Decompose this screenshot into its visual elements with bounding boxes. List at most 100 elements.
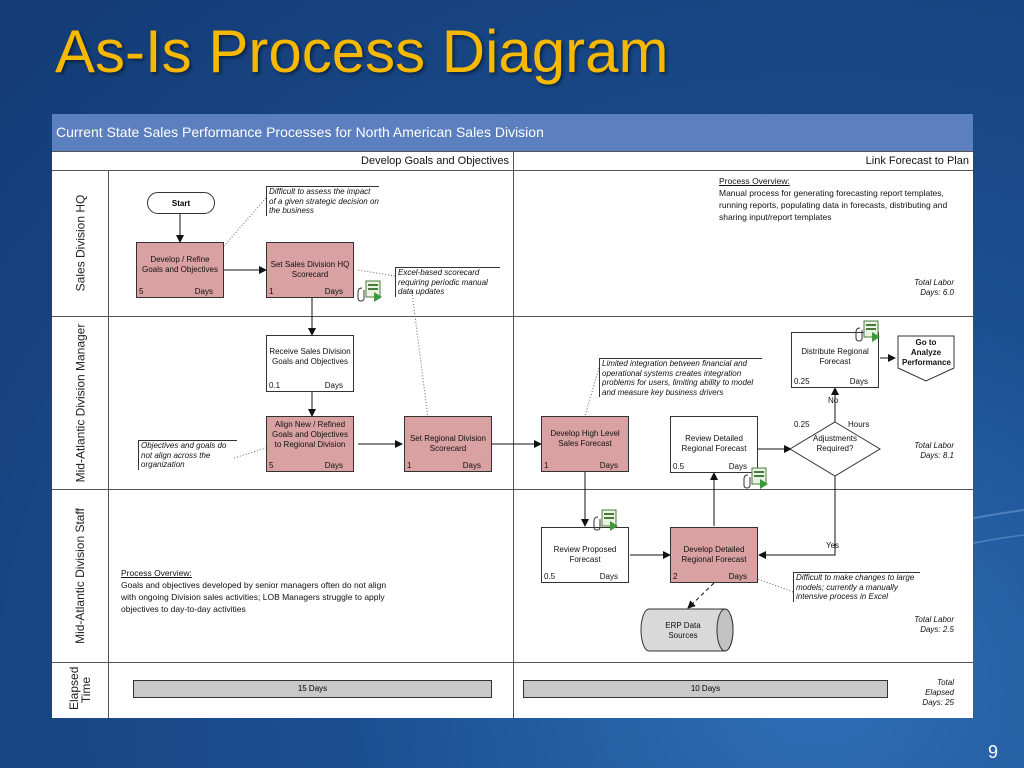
note-difficult-assess: Difficult to assess the impact of a give… [266,186,379,216]
task-unit: Days [324,287,343,296]
decision-duration: 0.25 [794,420,810,429]
note-difficult-changes: Difficult to make changes to large model… [793,572,920,602]
task-unit: Days [849,377,868,386]
process-overview-goals: Process Overview: Goals and objectives d… [121,567,389,615]
goto-shape [897,335,955,382]
erp-link [687,582,715,609]
process-overview-forecast: Process Overview: Manual process for gen… [719,175,967,223]
slide-title: As-Is Process Diagram [55,18,669,85]
task-review-detailed-forecast: Review Detailed Regional Forecast 0.5 Da… [670,416,758,473]
task-label: Develop Detailed Regional Forecast [681,545,747,564]
divider [52,170,973,171]
task-distribute-forecast: Distribute Regional Forecast 0.25 Days [791,332,879,388]
divider [108,170,109,718]
divider [513,151,514,718]
task-label: Develop / Refine Goals and Objectives [141,255,219,274]
phase-develop-goals: Develop Goals and Objectives [361,155,509,167]
task-duration: 0.1 [269,381,281,390]
divider [52,151,973,152]
overview-text: Manual process for generating forecastin… [719,188,948,222]
task-duration: 5 [269,461,274,470]
task-develop-detailed-forecast: Develop Detailed Regional Forecast 2 Day… [670,527,758,583]
task-develop-high-level-forecast: Develop High Level Sales Forecast 1 Days [541,416,629,472]
phase-link-forecast: Link Forecast to Plan [865,155,969,167]
task-set-regional-scorecard: Set Regional Division Scorecard 1 Days [404,416,492,472]
divider [52,489,973,490]
elapsed-bar-forecast: 10 Days [523,680,888,698]
task-duration: 1 [544,461,549,470]
divider [52,662,973,663]
erp-label: ERP Data Sources [665,621,701,640]
note-objectives-align: Objectives and goals do not align across… [138,440,237,470]
task-duration: 0.5 [673,462,685,471]
task-develop-refine-goals: Develop / Refine Goals and Objectives 5 … [136,242,224,298]
task-duration: 5 [139,287,144,296]
task-unit: Days [194,287,213,296]
total-value: Days: 25 [922,698,954,707]
yes-label: Yes [826,541,840,550]
no-label: No [828,396,839,405]
note-connector [411,291,429,419]
total-labor-manager: Total Labor Days: 8.1 [872,441,954,461]
total-label: Total [936,678,954,687]
total-labor-hq: Total Labor Days: 6.0 [872,278,954,298]
decision-diamond [789,421,881,477]
task-duration: 1 [407,461,412,470]
task-review-proposed-forecast: Review Proposed Forecast 0.5 Days [541,527,629,583]
overview-title: Process Overview: [121,568,192,578]
decision-label: Adjustments Required? [812,434,858,453]
task-label: Distribute Regional Forecast [801,347,869,366]
task-set-hq-scorecard: Set Sales Division HQ Scorecard 1 Days [266,242,354,298]
task-label: Review Proposed Forecast [553,545,617,564]
task-label: Align New / Refined Goals and Objectives… [271,420,349,449]
total-value: Days: 2.5 [920,625,954,634]
goto-label: Go to Analyze Performance [902,338,951,367]
note-connector [223,197,267,247]
connector-layer [176,197,955,652]
task-receive-goals: Receive Sales Division Goals and Objecti… [266,335,354,392]
diagram-header: Current State Sales Performance Processe… [52,114,973,151]
task-unit: Days [462,461,481,470]
overview-text: Goals and objectives developed by senior… [121,580,387,614]
task-label: Set Regional Division Scorecard [409,434,487,453]
task-label: Receive Sales Division Goals and Objecti… [269,347,351,366]
start-node: Start [147,192,215,214]
total-label: Total Labor [914,441,954,450]
task-duration: 2 [673,572,678,581]
task-duration: 0.25 [794,377,810,386]
arrow [758,476,836,559]
note-connector [357,269,396,277]
excel-attachment-icon [855,320,880,342]
overview-title: Process Overview: [719,176,790,186]
divider [52,316,973,317]
page-number: 9 [987,742,998,762]
note-excel-scorecard: Excel-based scorecard requiring periodic… [395,267,500,297]
task-unit: Days [324,461,343,470]
note-connector [233,447,267,459]
total-value: Days: 6.0 [920,288,954,297]
excel-attachment-icon [743,467,768,489]
task-align-goals: Align New / Refined Goals and Objectives… [266,416,354,472]
note-connector [584,367,600,417]
task-label: Review Detailed Regional Forecast [681,434,747,453]
decision-unit: Hours [848,420,870,429]
total-label: Elapsed [925,688,954,697]
process-diagram: Current State Sales Performance Processe… [52,114,973,718]
task-unit: Days [324,381,343,390]
task-duration: 0.5 [544,572,556,581]
note-limited-integration: Limited integration between financial an… [599,358,762,397]
erp-cylinder [640,608,734,652]
task-unit: Days [599,461,618,470]
total-labor-staff: Total Labor Days: 2.5 [872,615,954,635]
task-duration: 1 [269,287,274,296]
note-connector [757,578,794,593]
task-unit: Days [599,572,618,581]
task-label: Set Sales Division HQ Scorecard [270,260,350,279]
excel-attachment-icon [593,509,618,531]
total-elapsed: Total Elapsed Days: 25 [872,678,954,708]
total-label: Total Labor [914,278,954,287]
total-value: Days: 8.1 [920,451,954,460]
elapsed-bar-goals: 15 Days [133,680,492,698]
task-unit: Days [728,462,747,471]
task-label: Develop High Level Sales Forecast [550,429,620,448]
